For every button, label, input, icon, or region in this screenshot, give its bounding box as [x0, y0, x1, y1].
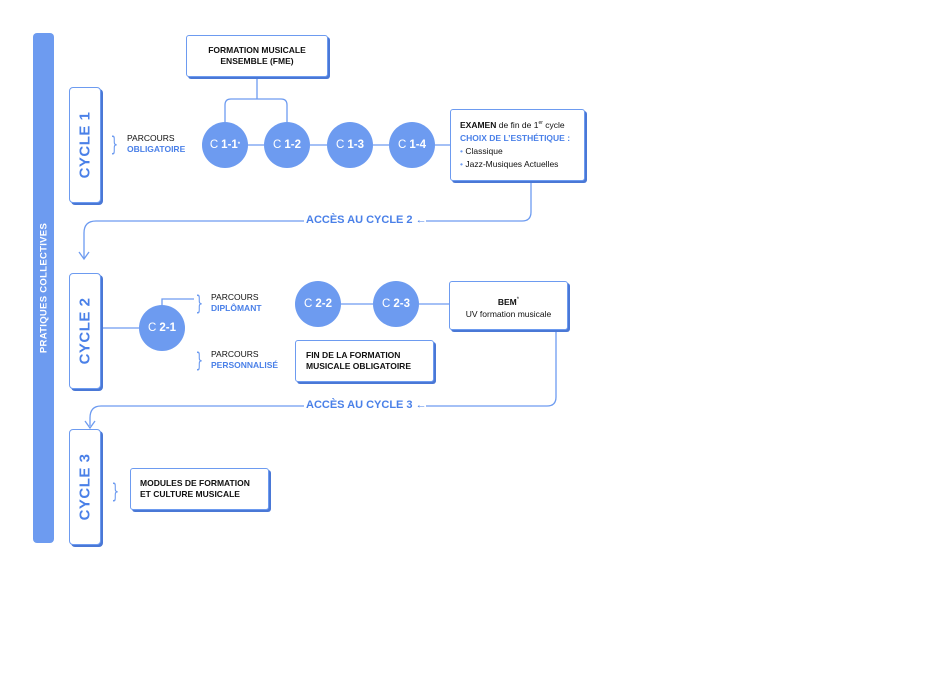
- fin-formation-line-1: FIN DE LA FORMATION: [306, 350, 401, 360]
- exam-rest: de fin de 1: [498, 119, 539, 130]
- node-number: 1-3: [347, 139, 364, 151]
- cycle-3-brace: }: [111, 479, 120, 503]
- fme-line-1: FORMATION MUSICALE: [208, 45, 306, 55]
- node-prefix: C: [336, 139, 345, 151]
- node-number: 2-2: [315, 298, 332, 310]
- bem-title: BEM: [497, 296, 517, 307]
- node-number: 1-1: [221, 139, 238, 151]
- cycle-1-tab: CYCLE 1: [69, 87, 101, 203]
- exam-title-line: EXAMEN de fin de 1er cycle: [460, 117, 584, 132]
- cycle-1-parcours: PARCOURS OBLIGATOIRE: [127, 133, 185, 155]
- fme-box: FORMATION MUSICALE ENSEMBLE (FME): [186, 35, 328, 77]
- bullet-icon: •: [460, 158, 463, 169]
- diplomant-parcours-type: DIPLÔMANT: [211, 303, 262, 313]
- personnalise-parcours-type: PERSONNALISÉ: [211, 360, 279, 370]
- node-prefix: C: [273, 139, 282, 151]
- personnalise-parcours: PARCOURS PERSONNALISÉ: [211, 349, 278, 371]
- bem-asterisk: *: [516, 297, 520, 303]
- exam-rest-end: cycle: [545, 119, 565, 130]
- exam-option-label: Classique: [465, 145, 503, 156]
- cycle-3-tab: CYCLE 3: [69, 429, 101, 545]
- pratiques-collectives-bar: PRATIQUES COLLECTIVES: [33, 33, 54, 543]
- fme-line-2: ENSEMBLE (FME): [220, 56, 294, 66]
- node-prefix: C: [398, 139, 407, 151]
- modules-line-2: ET CULTURE MUSICALE: [140, 489, 240, 499]
- cycle-2-label: CYCLE 2: [76, 297, 94, 365]
- cycle-1-label: CYCLE 1: [76, 111, 94, 179]
- acces-cycle-2: ACCÈS AU CYCLE 2 ←: [306, 214, 427, 226]
- node-number: 1-2: [284, 139, 301, 151]
- diplomant-parcours: PARCOURS DIPLÔMANT: [211, 292, 262, 314]
- modules-line-1: MODULES DE FORMATION: [140, 478, 250, 488]
- exam-rest-sup: er: [538, 120, 543, 126]
- bem-title-line: BEM*: [450, 294, 567, 308]
- arrow-left-icon: ←: [415, 399, 427, 411]
- node-number: 2-3: [393, 298, 410, 310]
- diplomant-brace: }: [195, 291, 204, 315]
- exam-option-2: • Jazz-Musiques Actuelles: [460, 158, 584, 171]
- node-number: 2-1: [159, 322, 176, 334]
- bullet-icon: •: [460, 145, 463, 156]
- cycle-3-label: CYCLE 3: [76, 453, 94, 521]
- node-prefix: C: [304, 298, 313, 310]
- node-prefix: C: [209, 139, 219, 151]
- fin-formation-box: FIN DE LA FORMATION MUSICALE OBLIGATOIRE: [295, 340, 434, 382]
- cycle-1-parcours-label: PARCOURS: [127, 133, 175, 143]
- cycle-2-tab: CYCLE 2: [69, 273, 101, 389]
- sidebar-label: PRATIQUES COLLECTIVES: [38, 222, 49, 354]
- exam-option-label: Jazz-Musiques Actuelles: [465, 158, 559, 169]
- node-prefix: C: [148, 322, 157, 334]
- bem-subtitle: UV formation musicale: [465, 308, 552, 319]
- cycle-1-parcours-type: OBLIGATOIRE: [127, 144, 186, 154]
- acces-cycle-3: ACCÈS AU CYCLE 3 ←: [306, 399, 427, 411]
- acces-cycle-3-label: ACCÈS AU CYCLE 3: [306, 399, 413, 411]
- bem-box: BEM* UV formation musicale: [449, 281, 568, 330]
- exam-box: EXAMEN de fin de 1er cycle CHOIX DE L’ES…: [450, 109, 585, 181]
- personnalise-brace: }: [195, 348, 204, 372]
- acces-cycle-2-label: ACCÈS AU CYCLE 2: [306, 214, 413, 226]
- node-asterisk: *: [237, 142, 241, 148]
- node-number: 1-4: [409, 139, 426, 151]
- node-prefix: C: [382, 298, 391, 310]
- exam-choice: CHOIX DE L’ESTHÉTIQUE :: [460, 132, 571, 143]
- modules-box: MODULES DE FORMATION ET CULTURE MUSICALE: [130, 468, 269, 510]
- exam-title: EXAMEN: [460, 119, 497, 130]
- exam-option-1: • Classique: [460, 145, 584, 158]
- personnalise-parcours-label: PARCOURS: [211, 349, 259, 359]
- arrow-left-icon: ←: [415, 214, 427, 226]
- diplomant-parcours-label: PARCOURS: [211, 292, 259, 302]
- fin-formation-line-2: MUSICALE OBLIGATOIRE: [306, 361, 411, 371]
- cycle-1-brace: }: [110, 132, 119, 156]
